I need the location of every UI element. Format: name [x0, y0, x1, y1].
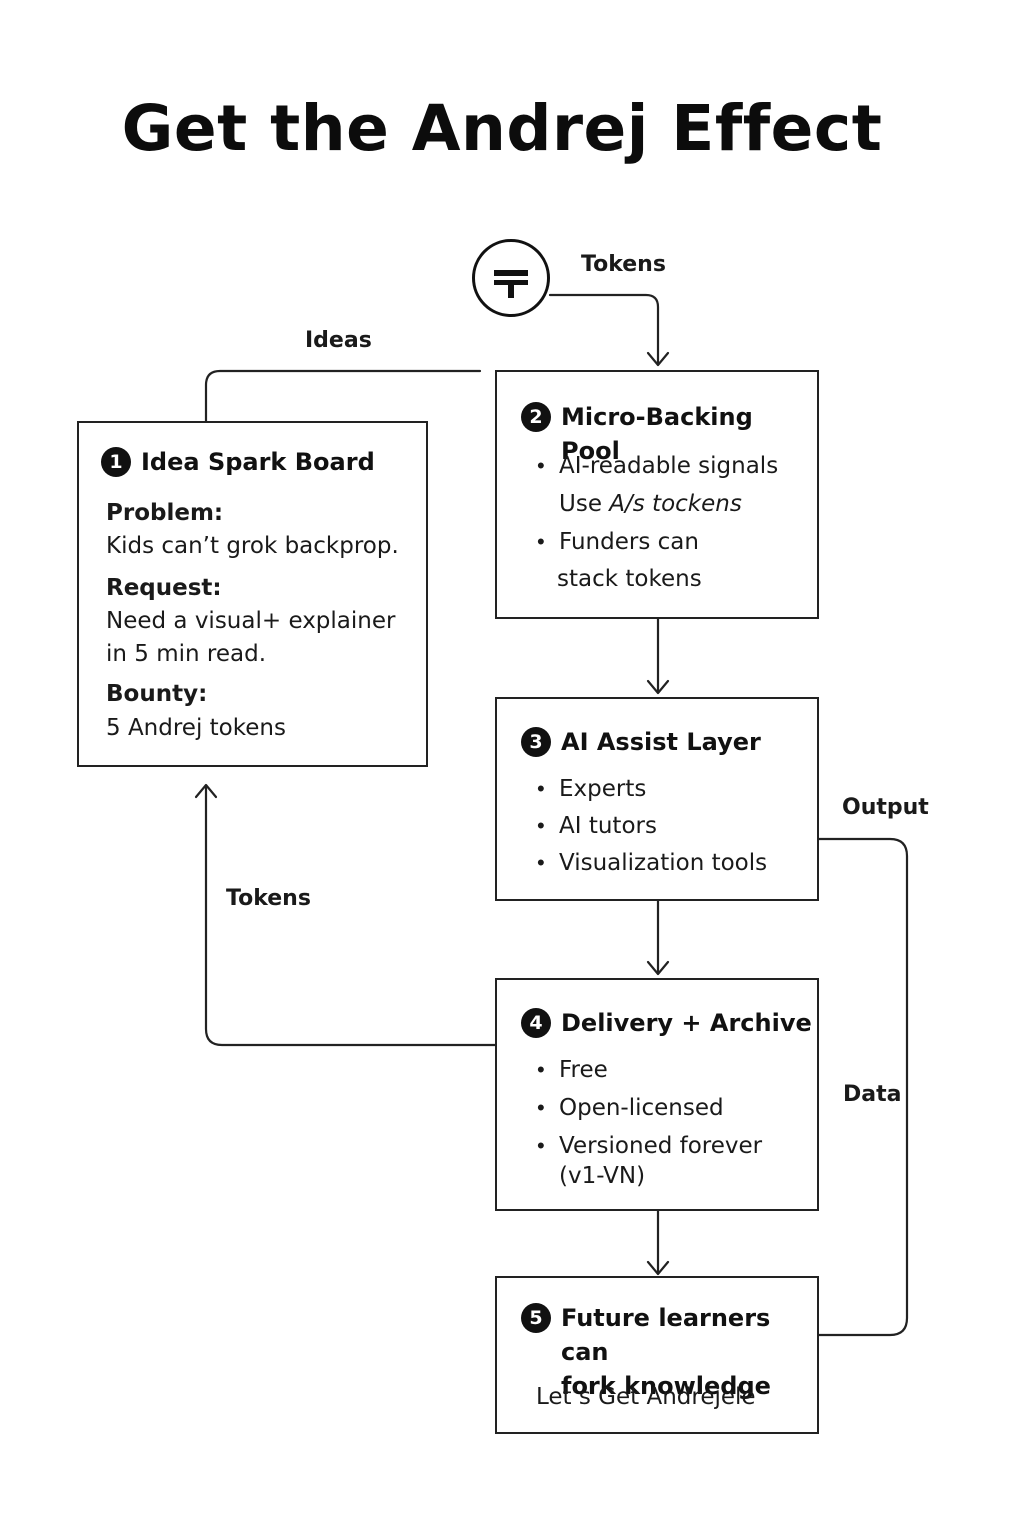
idea-spark-board-title: Idea Spark Board: [141, 448, 375, 476]
idea-spark-board-heading: 1 Idea Spark Board: [101, 445, 375, 479]
pool-item1-line1: AI-readable signals: [559, 453, 779, 479]
ideas-label: Ideas: [305, 328, 372, 353]
micro-backing-pool-heading: 2 Micro-Backing Pool: [521, 400, 817, 468]
data-label: Data: [843, 1082, 902, 1107]
micro-backing-pool-title: Micro-Backing Pool: [561, 403, 753, 465]
tagline: Let’s Get Andrejele: [536, 1384, 756, 1410]
step-number-badge: 3: [521, 727, 551, 757]
delivery-item3-line2: (v1-VN): [559, 1163, 646, 1189]
tokens-arrowhead: [646, 351, 670, 367]
pool-to-assist-arrowhead: [646, 679, 670, 695]
page-title: Get the Andrej Effect: [121, 92, 883, 165]
bullet-icon: •: [537, 529, 545, 554]
tokens-in-label: Tokens: [581, 252, 666, 277]
request-text-line1: Need a visual+ explainer: [106, 608, 396, 634]
ideas-line: [204, 369, 482, 423]
delivery-archive-box: 4 Delivery + Archive • Free • Open-licen…: [495, 978, 819, 1211]
bullet-icon: •: [537, 1057, 545, 1082]
bullet-icon: •: [537, 850, 545, 875]
problem-label: Problem:: [106, 500, 224, 526]
step-number-badge: 5: [521, 1303, 551, 1333]
ai-assist-layer-box: 3 AI Assist Layer • Experts • AI tutors …: [495, 697, 819, 901]
delivery-to-future-arrowhead: [646, 1260, 670, 1276]
assist-item: Experts: [559, 776, 647, 802]
step-number-badge: 4: [521, 1008, 551, 1038]
tokens-back-arrowhead: [194, 783, 218, 799]
request-label: Request:: [106, 575, 222, 601]
assist-item: AI tutors: [559, 813, 657, 839]
bullet-icon: •: [537, 453, 545, 478]
delivery-archive-title: Delivery + Archive: [561, 1009, 812, 1037]
pool-item1-line2: Use A/s tockens: [559, 491, 742, 517]
tokens-back-line: [204, 784, 497, 1047]
delivery-archive-heading: 4 Delivery + Archive: [521, 1006, 812, 1040]
delivery-item: Free: [559, 1057, 608, 1083]
bullet-icon: •: [537, 776, 545, 801]
token-icon: [472, 239, 550, 317]
step-number-badge: 1: [101, 447, 131, 477]
step-number-badge: 2: [521, 402, 551, 432]
tokens-back-label: Tokens: [226, 886, 311, 911]
output-label: Output: [842, 795, 929, 820]
ai-assist-layer-heading: 3 AI Assist Layer: [521, 725, 761, 759]
pool-item2-line1: Funders can: [559, 529, 699, 555]
ai-assist-layer-title: AI Assist Layer: [561, 728, 761, 756]
assist-to-delivery-arrowhead: [646, 960, 670, 976]
output-data-loop-line: [817, 837, 909, 1337]
delivery-item: Open-licensed: [559, 1095, 724, 1121]
request-text-line2: in 5 min read.: [106, 641, 267, 667]
assist-item: Visualization tools: [559, 850, 768, 876]
bullet-icon: •: [537, 813, 545, 838]
bullet-icon: •: [537, 1133, 545, 1158]
problem-text: Kids can’t grok backprop.: [106, 533, 399, 559]
bounty-label: Bounty:: [106, 681, 208, 707]
bullet-icon: •: [537, 1095, 545, 1120]
delivery-item: Versioned forever: [559, 1133, 763, 1159]
pool-item2-line2: stack tokens: [557, 566, 702, 592]
idea-spark-board-box: 1 Idea Spark Board Problem: Kids can’t g…: [77, 421, 428, 767]
bounty-text: 5 Andrej tokens: [106, 715, 286, 741]
tokens-arrow-line: [548, 293, 660, 366]
micro-backing-pool-box: 2 Micro-Backing Pool • AI-readable signa…: [495, 370, 819, 619]
